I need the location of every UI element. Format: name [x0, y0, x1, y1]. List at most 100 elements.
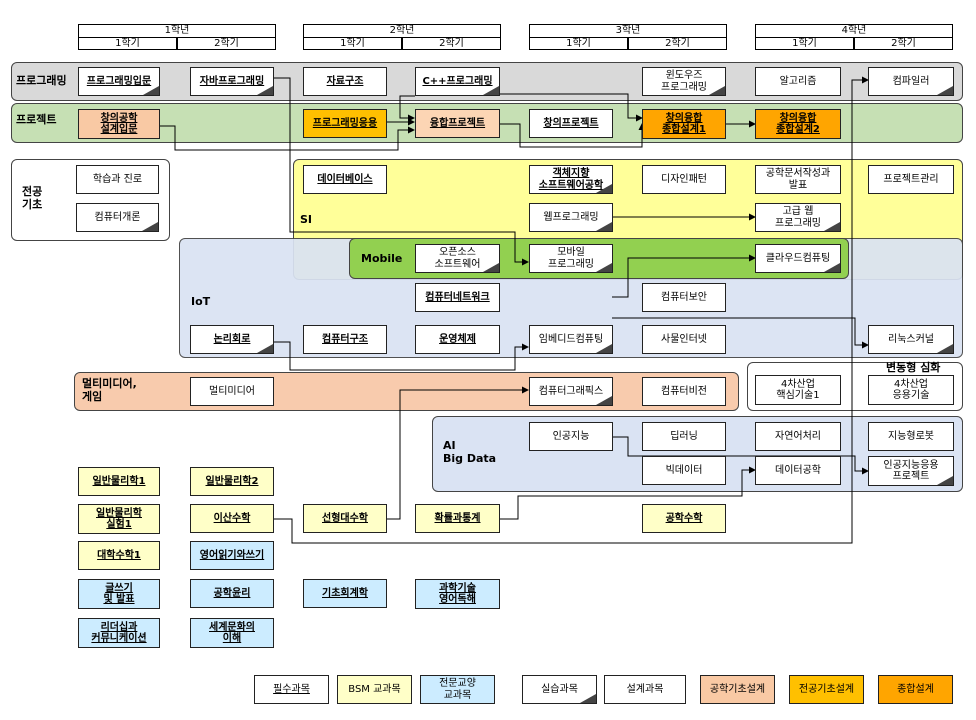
course-bigdata[interactable]: 빅데이터	[642, 456, 726, 485]
course-design-pattern[interactable]: 디자인패턴	[642, 165, 726, 194]
mobile-band-label: Mobile	[361, 252, 403, 265]
si-band-label: SI	[300, 213, 313, 226]
iot-band-label: IoT	[191, 295, 211, 308]
course-prog-app[interactable]: 프로그래밍응용	[303, 109, 387, 138]
course-eng-rw[interactable]: 영어읽기와쓰기	[190, 541, 274, 570]
ai-band-label: AI Big Data	[443, 439, 497, 465]
course-data-eng[interactable]: 데이터공학	[755, 456, 841, 485]
line-network-to-cloud	[612, 254, 756, 298]
multimedia-band	[74, 372, 739, 411]
course-web[interactable]: 웹프로그래밍	[529, 203, 613, 232]
course-phys1[interactable]: 일반물리학1	[78, 467, 160, 496]
course-writing[interactable]: 글쓰기 및 발표	[78, 579, 160, 609]
line-ai-to-aiproj	[612, 436, 869, 475]
course-ir4-app[interactable]: 4차산업 응용기술	[868, 375, 954, 405]
course-database[interactable]: 데이터베이스	[303, 165, 387, 194]
line-discrete-to-compiler	[274, 76, 869, 544]
legend-major-basic-design: 전공기초설계	[789, 675, 864, 704]
course-linux[interactable]: 리눅스커널	[868, 325, 954, 354]
course-sci-eng[interactable]: 과학기술 영어독해	[415, 579, 500, 609]
course-deep-learning[interactable]: 딥러닝	[642, 422, 726, 451]
year-4-header: 4학년	[755, 24, 953, 37]
y2-sem2: 2학기	[402, 37, 501, 50]
year-2-header: 2학년	[303, 24, 501, 37]
course-algorithm[interactable]: 알고리즘	[755, 67, 841, 96]
course-intro-cs[interactable]: 컴퓨터개론	[76, 203, 159, 232]
course-ai[interactable]: 인공지능	[529, 422, 613, 451]
y4-sem1: 1학기	[755, 37, 854, 50]
course-cpp[interactable]: C++프로그래밍	[415, 67, 500, 96]
course-adv-web[interactable]: 고급 웹 프로그래밍	[755, 203, 841, 232]
course-security[interactable]: 컴퓨터보안	[642, 283, 726, 312]
advanced-band-label: 변동형 심화	[886, 361, 941, 374]
y3-sem2: 2학기	[628, 37, 727, 50]
course-mobile-prog[interactable]: 모바일 프로그래밍	[529, 244, 613, 273]
legend-general: 전문교양 교과목	[420, 675, 495, 704]
course-fusion-project[interactable]: 융합프로젝트	[415, 109, 500, 138]
programming-band-label: 프로그래밍	[16, 74, 67, 87]
major-basic-band-label: 전공 기초	[22, 185, 43, 211]
course-phys-lab1[interactable]: 일반물리학 실험1	[78, 504, 160, 534]
legend-capstone: 종합설계	[878, 675, 953, 704]
course-ir4-core1[interactable]: 4차산업 핵심기술1	[755, 375, 841, 405]
course-os[interactable]: 운영체제	[415, 325, 500, 354]
course-linalg[interactable]: 선형대수학	[303, 504, 387, 533]
line-logic-to-embedded	[274, 341, 529, 371]
course-graphics[interactable]: 컴퓨터그래픽스	[529, 377, 613, 406]
line-capstone-chain	[160, 125, 415, 151]
legend-eng-basic-design: 공학기초설계	[700, 675, 775, 704]
course-data-structures[interactable]: 자료구조	[303, 67, 387, 96]
course-multimedia[interactable]: 멀티미디어	[190, 377, 274, 406]
course-java[interactable]: 자바프로그래밍	[190, 67, 274, 96]
course-study-career[interactable]: 학습과 진로	[76, 165, 159, 194]
legend-required: 필수과목	[254, 675, 329, 704]
course-compiler[interactable]: 컴파일러	[868, 67, 954, 96]
line-java-to-mobile	[274, 77, 529, 266]
course-oose[interactable]: 객체지향 소프트웨어공학	[529, 165, 613, 194]
course-prog-intro[interactable]: 프로그래밍입문	[78, 67, 160, 96]
line-prob-to-data	[500, 466, 756, 520]
y3-sem1: 1학기	[529, 37, 628, 50]
course-tech-writing[interactable]: 공학문서작성과 발표	[755, 165, 841, 194]
course-arch[interactable]: 컴퓨터구조	[303, 325, 387, 354]
course-oss[interactable]: 오픈소스 소프트웨어	[415, 244, 500, 273]
course-ethics[interactable]: 공학윤리	[190, 579, 274, 608]
course-capstone2[interactable]: 창의융합 종합설계2	[755, 109, 841, 139]
line-os-to-linux	[612, 317, 869, 349]
course-creative-project[interactable]: 창의프로젝트	[529, 109, 613, 138]
course-nlp[interactable]: 자연어처리	[755, 422, 841, 451]
course-creative-intro[interactable]: 창의공학 설계입문	[78, 109, 160, 139]
course-capstone1[interactable]: 창의융합 종합설계1	[642, 109, 726, 139]
line-cpp-to-capstone1	[500, 93, 643, 122]
project-band-label: 프로젝트	[16, 113, 57, 126]
course-eng-math[interactable]: 공학수학	[642, 504, 726, 533]
course-vision[interactable]: 컴퓨터비전	[642, 377, 726, 406]
course-cloud[interactable]: 클라우드컴퓨팅	[755, 244, 841, 273]
course-robot[interactable]: 지능형로봇	[868, 422, 954, 451]
course-discrete[interactable]: 이산수학	[190, 504, 274, 533]
multimedia-band-label: 멀티미디어, 게임	[82, 377, 137, 403]
course-iot[interactable]: 사물인터넷	[642, 325, 726, 354]
legend-practice: 실습과목	[522, 675, 597, 704]
course-accounting[interactable]: 기초회계학	[303, 579, 387, 608]
course-embedded[interactable]: 임베디드컴퓨팅	[529, 325, 613, 354]
year-1-header: 1학년	[78, 24, 276, 37]
course-probstat[interactable]: 확률과통계	[415, 504, 500, 533]
y1-sem1: 1학기	[78, 37, 177, 50]
course-project-mgmt[interactable]: 프로젝트관리	[868, 165, 954, 194]
course-calc1[interactable]: 대학수학1	[78, 541, 160, 570]
line-linalg-to-graphics	[387, 386, 529, 520]
course-windows[interactable]: 윈도우즈 프로그래밍	[642, 67, 726, 96]
line-cpp-to-fusion	[399, 95, 415, 122]
course-ai-project[interactable]: 인공지능응용 프로젝트	[868, 456, 954, 486]
course-world-culture[interactable]: 세계문화의 이해	[190, 618, 274, 648]
course-leadership[interactable]: 리더십과 커뮤니케이션	[78, 618, 160, 648]
legend-bsm: BSM 교과목	[337, 675, 412, 704]
course-logic[interactable]: 논리회로	[190, 325, 274, 354]
line-fusion-to-capstone1	[500, 123, 646, 148]
y2-sem1: 1학기	[303, 37, 402, 50]
course-phys2[interactable]: 일반물리학2	[190, 467, 274, 496]
y4-sem2: 2학기	[854, 37, 953, 50]
course-network[interactable]: 컴퓨터네트워크	[415, 283, 500, 312]
